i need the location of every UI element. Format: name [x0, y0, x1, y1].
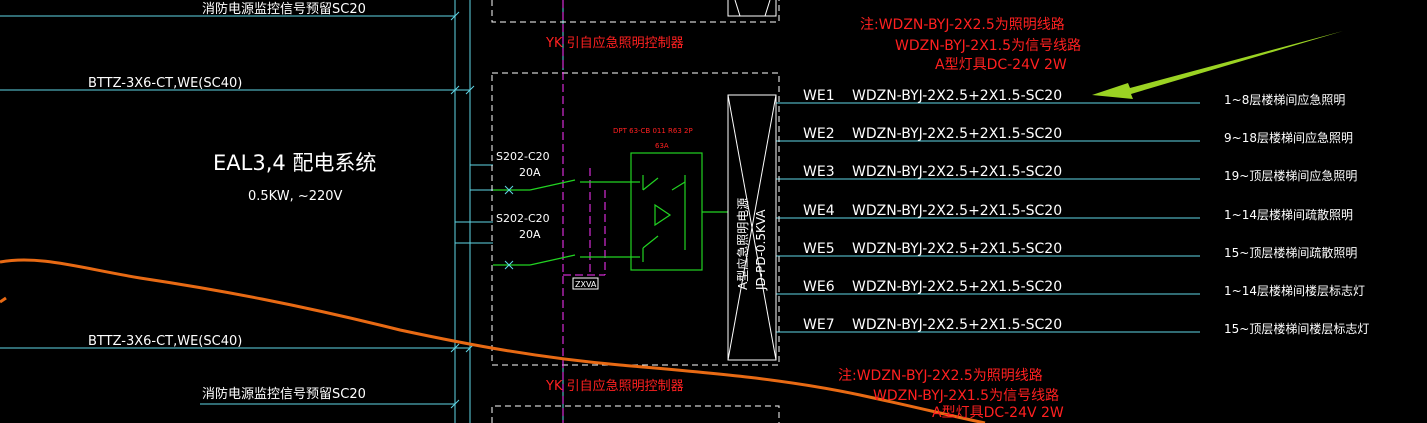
breaker2-rating: 20A — [519, 228, 541, 241]
note-bottom-2: WDZN-BYJ-2X1.5为信号线路 — [873, 388, 1059, 404]
circuit-list: WE1 WDZN-BYJ-2X2.5+2X1.5-SC20 1~8层楼梯间应急照… — [803, 88, 1369, 336]
circuit-id: WE2 — [803, 126, 835, 142]
circuit-id: WE5 — [803, 241, 835, 257]
top-signal-label: 消防电源监控信号预留SC20 — [202, 1, 366, 17]
circuit-desc: 15~顶层楼梯间楼层标志灯 — [1224, 321, 1369, 336]
note-top-2: WDZN-BYJ-2X1.5为信号线路 — [895, 38, 1081, 54]
breaker2-model: S202-C20 — [496, 212, 550, 225]
circuit-cable: WDZN-BYJ-2X2.5+2X1.5-SC20 — [852, 279, 1062, 295]
note-bottom-1: 注:WDZN-BYJ-2X2.5为照明线路 — [838, 368, 1043, 384]
circuit-desc: 1~14层楼梯间疏散照明 — [1224, 207, 1353, 222]
zxva-box — [572, 277, 599, 290]
circuit-cable: WDZN-BYJ-2X2.5+2X1.5-SC20 — [852, 317, 1062, 333]
note-bottom-3: A型灯具DC-24V 2W — [932, 405, 1064, 421]
system-title: EAL3,4 配电系统 — [213, 151, 376, 175]
circuit-cable: WDZN-BYJ-2X2.5+2X1.5-SC20 — [852, 88, 1062, 104]
breaker-symbols — [493, 152, 728, 271]
note-top-3: A型灯具DC-24V 2W — [935, 57, 1067, 73]
markup-arrow — [1092, 31, 1343, 99]
note-top-1: 注:WDZN-BYJ-2X2.5为照明线路 — [860, 17, 1065, 33]
feeder-bottom-label: BTTZ-3X6-CT,WE(SC40) — [88, 334, 242, 349]
circuit-desc: 9~18层楼梯间应急照明 — [1224, 130, 1353, 145]
circuit-cable: WDZN-BYJ-2X2.5+2X1.5-SC20 — [852, 164, 1062, 180]
emergency-box-model: JD-PD-0.5KVA — [754, 209, 768, 291]
circuit-cable: WDZN-BYJ-2X2.5+2X1.5-SC20 — [852, 203, 1062, 219]
circuit-desc: 19~顶层楼梯间应急照明 — [1224, 168, 1357, 183]
circuit-id: WE1 — [803, 88, 835, 104]
upper-box-fragment — [727, 0, 777, 17]
lower-cabinet-frame — [491, 405, 780, 423]
circuit-id: WE6 — [803, 279, 835, 295]
bottom-signal-label: 消防电源监控信号预留SC20 — [202, 386, 366, 402]
zxva-label: ZXVA — [575, 280, 597, 289]
emergency-box-name: A型应急照明电源 — [735, 198, 750, 290]
system-spec: 0.5KW, ~220V — [248, 189, 343, 204]
breaker1-model: S202-C20 — [496, 150, 550, 163]
circuit-id: WE4 — [803, 203, 835, 219]
circuit-desc: 15~顶层楼梯间疏散照明 — [1224, 245, 1357, 260]
breaker-marks — [504, 185, 514, 270]
wire-group — [0, 0, 1200, 423]
ats-label: DPT 63-CB 011 R63 2P — [613, 127, 693, 135]
circuit-id: WE7 — [803, 317, 835, 333]
ats-rating: 63A — [655, 142, 669, 150]
upper-cabinet-frame — [491, 0, 780, 23]
feeder-ticks — [450, 11, 475, 409]
emergency-power-box — [727, 94, 777, 361]
markup-curve — [0, 258, 986, 423]
circuit-desc: 1~14层楼梯间楼层标志灯 — [1224, 283, 1365, 298]
feeder-top-label: BTTZ-3X6-CT,WE(SC40) — [88, 76, 242, 91]
circuit-cable: WDZN-BYJ-2X2.5+2X1.5-SC20 — [852, 241, 1062, 257]
circuit-id: WE3 — [803, 164, 835, 180]
circuit-desc: 1~8层楼梯间应急照明 — [1224, 92, 1345, 107]
breaker1-rating: 20A — [519, 166, 541, 179]
control-top-label: YK 引自应急照明控制器 — [545, 35, 684, 51]
circuit-cable: WDZN-BYJ-2X2.5+2X1.5-SC20 — [852, 126, 1062, 142]
control-bottom-label: YK 引自应急照明控制器 — [545, 378, 684, 394]
